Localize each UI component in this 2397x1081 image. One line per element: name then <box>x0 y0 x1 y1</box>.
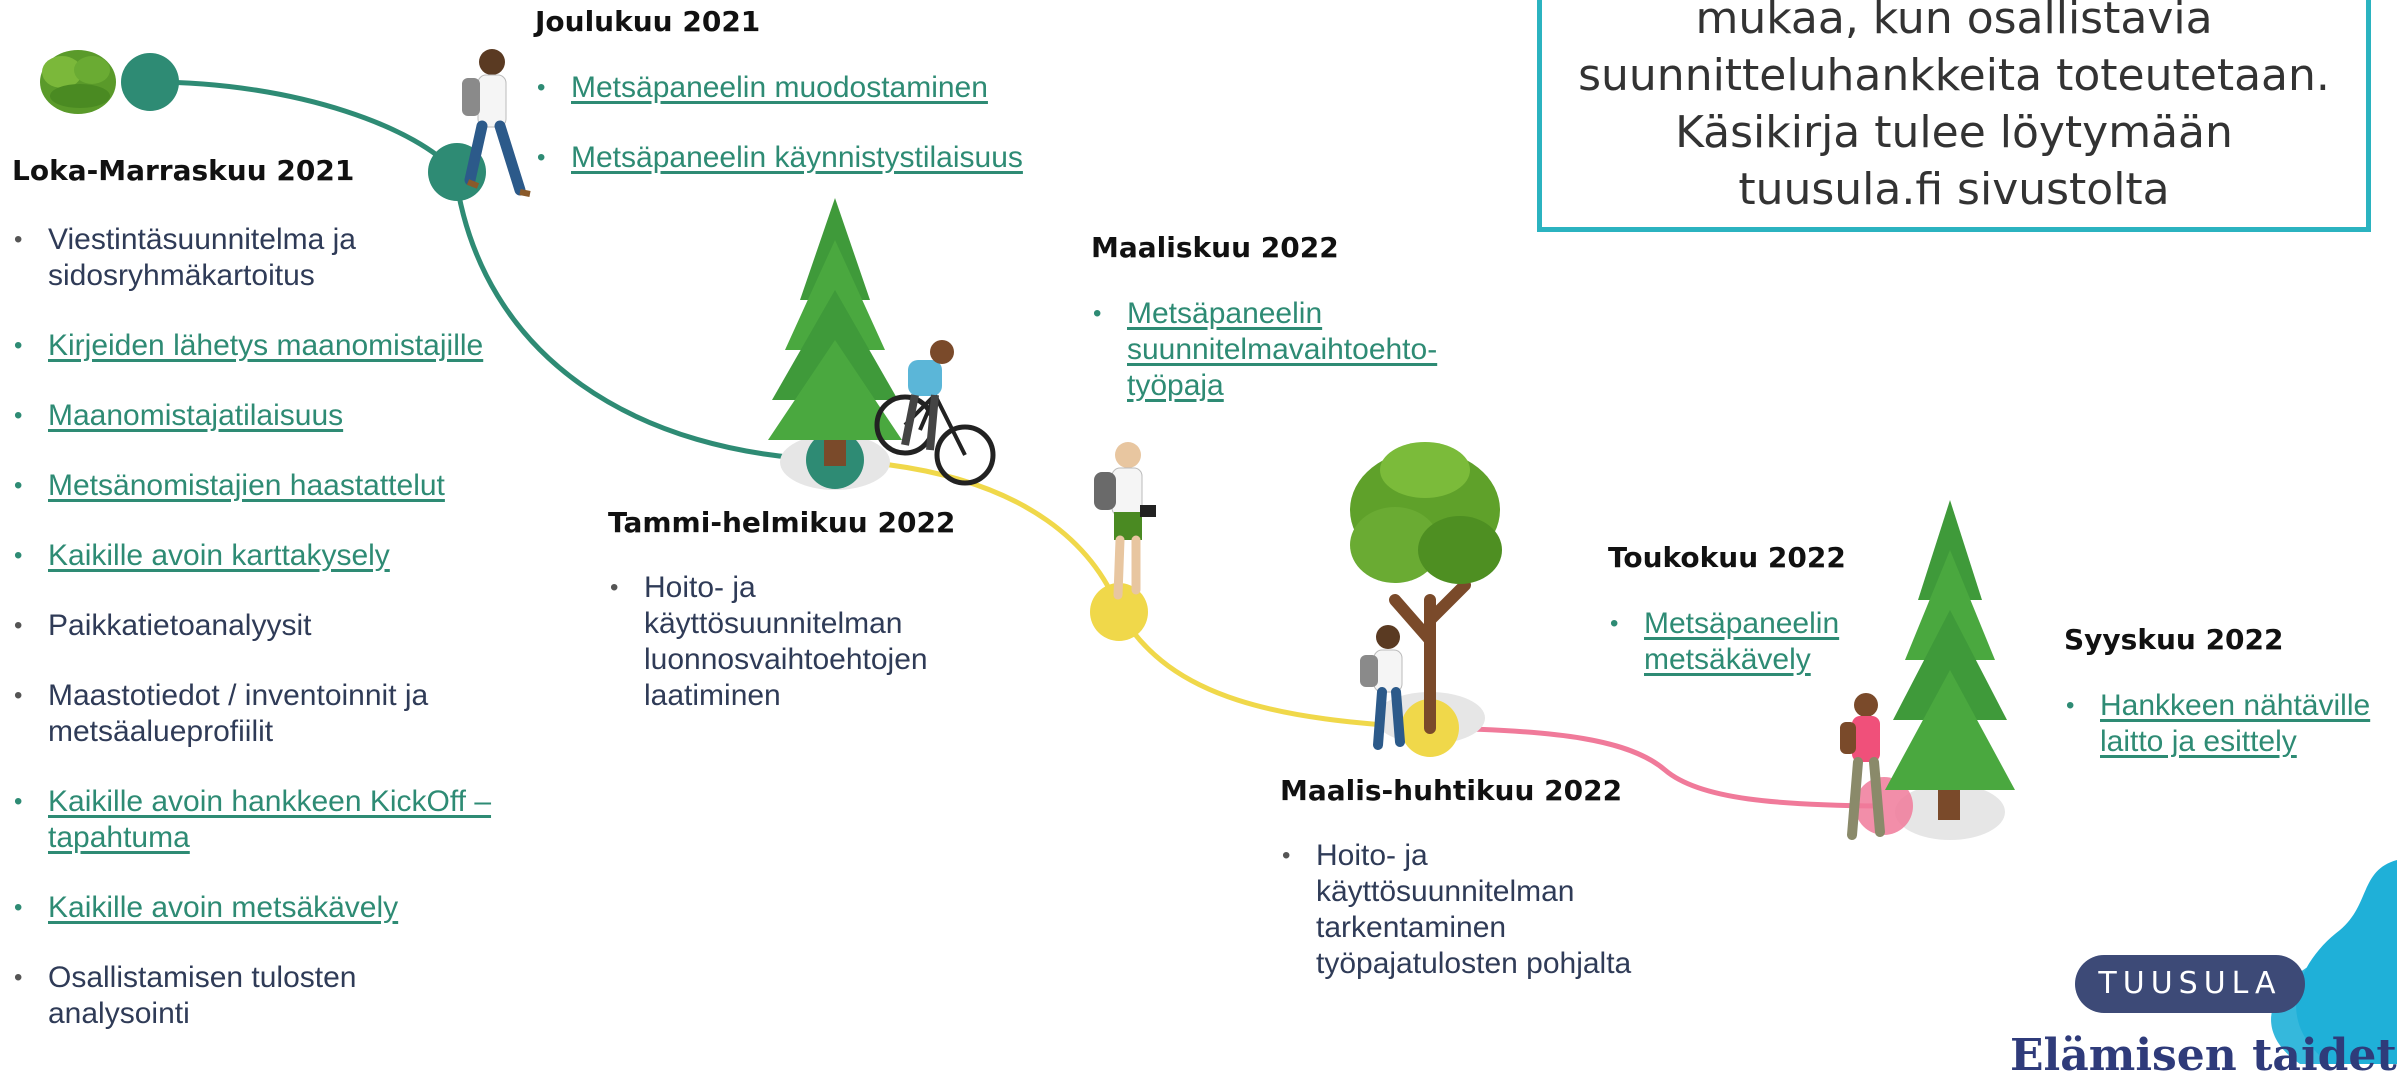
list-item-link[interactable]: Metsäpaneelin suunnitelmavaihtoehto-työp… <box>1091 296 1451 404</box>
phase-list-tammi-helmikuu: Hoito- ja käyttösuunnitelman luonnosvaih… <box>608 570 968 748</box>
cyclist-icon <box>874 340 996 486</box>
phase-list-maalis-huhtikuu: Hoito- ja käyttösuunnitelman tarkentamin… <box>1280 838 1660 1016</box>
hiker-icon <box>462 49 531 197</box>
list-item: Viestintäsuunnitelma ja sidosryhmäkartoi… <box>12 222 492 294</box>
list-item-link[interactable]: Kaikille avoin karttakysely <box>12 538 492 574</box>
info-line-2: suunnitteluhankkeita toteutetaan. <box>1578 50 2330 101</box>
milestone-dot-1 <box>121 53 179 111</box>
photographer-icon <box>1094 442 1156 600</box>
item-link[interactable]: Metsäpaneelin metsäkävely <box>1644 607 1840 676</box>
item-link[interactable]: Metsäpaneelin suunnitelmavaihtoehto-työp… <box>1127 297 1438 402</box>
phase-list-toukokuu: Metsäpaneelin metsäkävely <box>1608 606 1868 712</box>
item-link[interactable]: Metsänomistajien haastattelut <box>48 469 445 502</box>
logo-tagline: Elämisen taidetta <box>2010 1030 2397 1081</box>
info-line-4: tuusula.fi sivustolta <box>1738 164 2170 215</box>
item-text: Osallistamisen tulosten analysointi <box>48 961 357 1030</box>
info-line-3: Käsikirja tulee löytymään <box>1675 107 2233 158</box>
list-item-link[interactable]: Metsäpaneelin käynnistystilaisuus <box>535 140 1155 176</box>
pine-tree-icon-2 <box>1885 500 2015 820</box>
item-link[interactable]: Kaikille avoin karttakysely <box>48 539 390 572</box>
item-link[interactable]: Metsäpaneelin käynnistystilaisuus <box>571 141 1023 174</box>
tuusula-logo: TUUSULA <box>2098 966 2282 1001</box>
info-line-1: mukaa, kun osallistavia <box>1695 0 2213 44</box>
timeline-path-teal <box>149 79 836 463</box>
photographer-icon-2 <box>1840 693 1885 840</box>
item-link[interactable]: Hankkeen nähtäville laitto ja esittely <box>2100 689 2371 758</box>
phase-list-syyskuu: Hankkeen nähtäville laitto ja esittely <box>2064 688 2394 794</box>
phase-title-syyskuu: Syyskuu 2022 <box>2064 623 2284 656</box>
phase-title-tammi-helmikuu: Tammi-helmikuu 2022 <box>608 506 956 539</box>
phase-list-maaliskuu: Metsäpaneelin suunnitelmavaihtoehto-työp… <box>1091 296 1451 438</box>
list-item: Osallistamisen tulosten analysointi <box>12 960 492 1032</box>
list-item-link[interactable]: Metsänomistajien haastattelut <box>12 468 492 504</box>
list-item: Hoito- ja käyttösuunnitelman tarkentamin… <box>1280 838 1660 982</box>
milestone-dot-4 <box>1090 583 1148 641</box>
list-item-link[interactable]: Metsäpaneelin muodostaminen <box>535 70 1155 106</box>
item-text: Hoito- ja käyttösuunnitelman luonnosvaih… <box>644 571 928 712</box>
phase-list-joulukuu: Metsäpaneelin muodostaminen Metsäpaneeli… <box>535 70 1155 210</box>
item-link[interactable]: Metsäpaneelin muodostaminen <box>571 71 988 104</box>
list-item-link[interactable]: Kaikille avoin hankkeen KickOff –tapahtu… <box>12 784 492 856</box>
item-text: Paikkatietoanalyysit <box>48 609 312 642</box>
milestone-dot-6 <box>1855 777 1913 835</box>
phase-title-toukokuu: Toukokuu 2022 <box>1608 541 1846 574</box>
bush-icon <box>40 50 116 114</box>
item-link[interactable]: Maanomistajatilaisuus <box>48 399 344 432</box>
phase-list-loka-marraskuu: Viestintäsuunnitelma ja sidosryhmäkartoi… <box>12 222 492 1066</box>
phase-title-maaliskuu: Maaliskuu 2022 <box>1091 231 1339 264</box>
list-item-link[interactable]: Kirjeiden lähetys maanomistajille <box>12 328 492 364</box>
list-item-link[interactable]: Kaikille avoin metsäkävely <box>12 890 492 926</box>
deciduous-tree-icon <box>1350 442 1502 734</box>
item-link[interactable]: Kaikille avoin hankkeen KickOff –tapahtu… <box>48 785 492 854</box>
logo-background <box>2075 860 2397 1064</box>
phase-title-joulukuu: Joulukuu 2021 <box>535 5 761 38</box>
item-text: Maastotiedot / inventoinnit ja metsäalue… <box>48 679 429 748</box>
item-link[interactable]: Kaikille avoin metsäkävely <box>48 891 399 924</box>
timeline-path-pink <box>1429 725 1881 809</box>
phase-title-loka-marraskuu: Loka-Marraskuu 2021 <box>12 154 355 187</box>
item-text: Viestintäsuunnitelma ja sidosryhmäkartoi… <box>48 223 356 292</box>
list-item: Hoito- ja käyttösuunnitelman luonnosvaih… <box>608 570 968 714</box>
item-link[interactable]: Kirjeiden lähetys maanomistajille <box>48 329 484 362</box>
phase-title-maalis-huhtikuu: Maalis-huhtikuu 2022 <box>1280 774 1623 807</box>
list-item-link[interactable]: Hankkeen nähtäville laitto ja esittely <box>2064 688 2394 760</box>
pine-tree-icon <box>768 198 902 466</box>
handbook-info-box: mukaa, kun osallistavia suunnitteluhankk… <box>1537 0 2371 232</box>
list-item: Paikkatietoanalyysit <box>12 608 492 644</box>
list-item: Maastotiedot / inventoinnit ja metsäalue… <box>12 678 492 750</box>
hiker-icon-2 <box>1360 625 1405 750</box>
list-item-link[interactable]: Metsäpaneelin metsäkävely <box>1608 606 1868 678</box>
item-text: Hoito- ja käyttösuunnitelman tarkentamin… <box>1316 839 1632 980</box>
list-item-link[interactable]: Maanomistajatilaisuus <box>12 398 492 434</box>
